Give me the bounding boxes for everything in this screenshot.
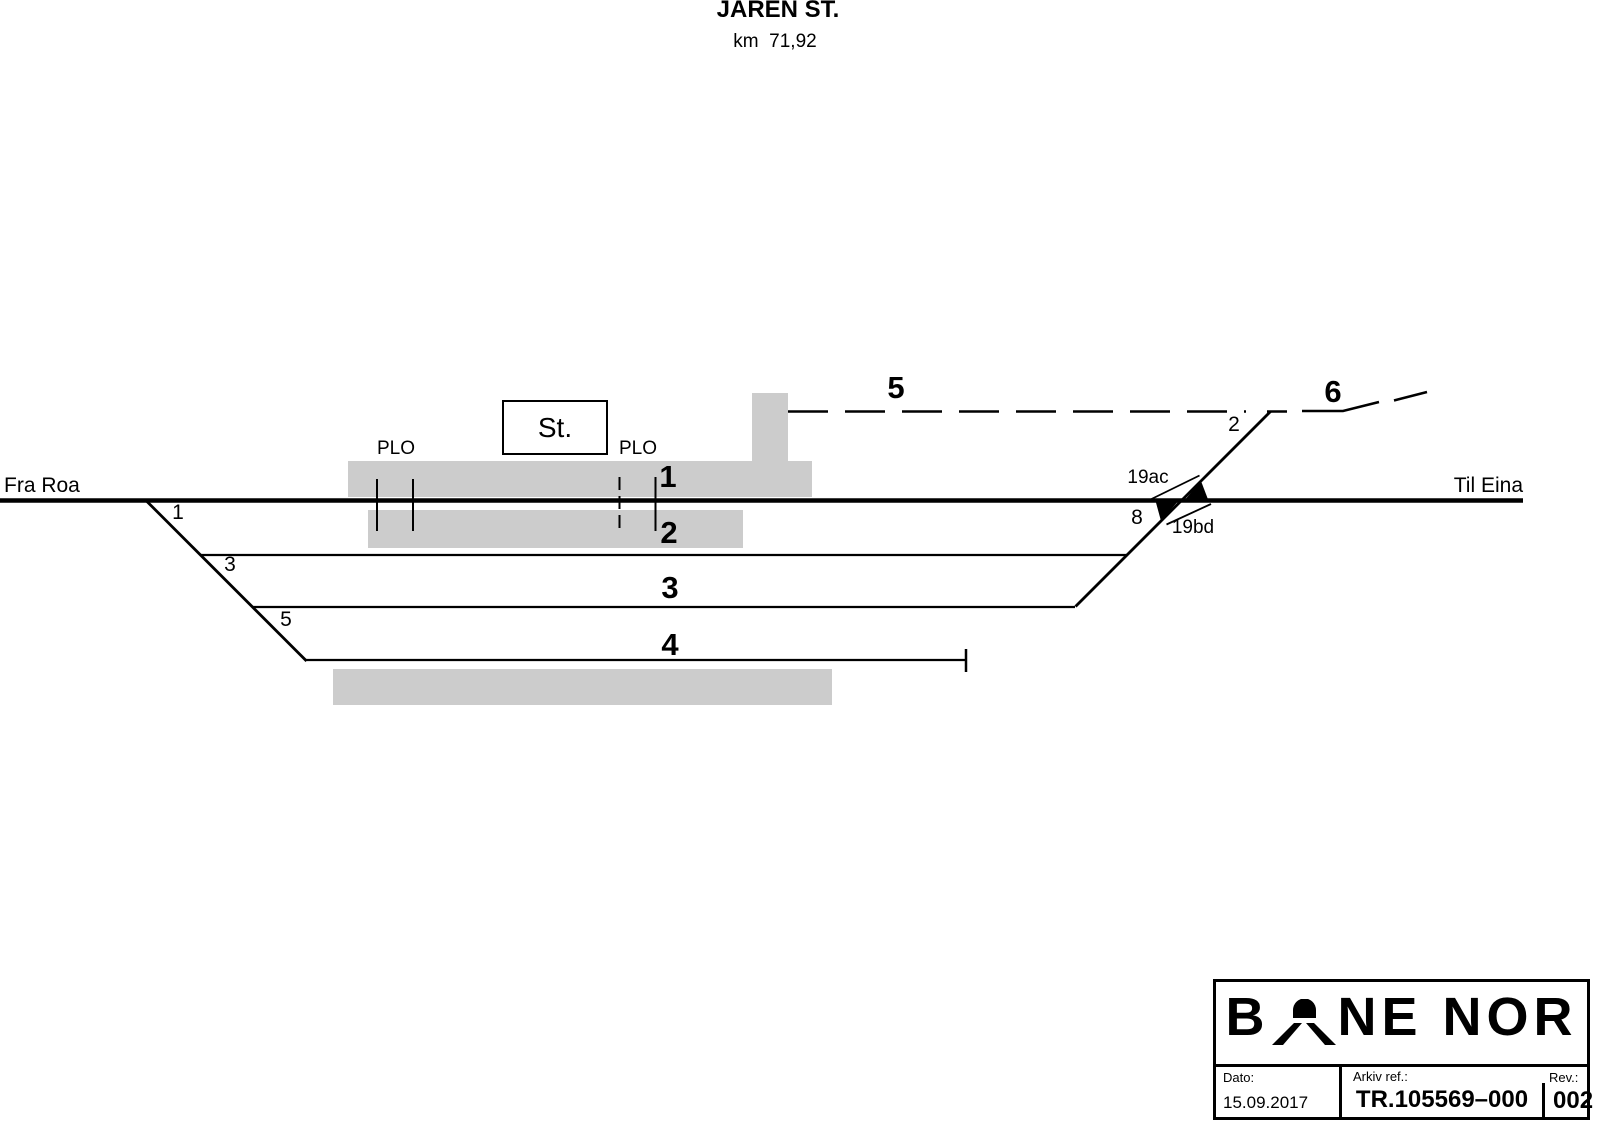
track-number-6: 6 <box>1324 374 1342 409</box>
crossover-label-19ac: 19ac <box>1127 467 1169 488</box>
platform-south <box>333 669 832 705</box>
switch-number-2: 2 <box>1228 413 1240 436</box>
plo-label-left: PLO <box>376 438 416 459</box>
crossover-leader-19bd <box>1166 503 1212 526</box>
left-ladder-diagonal <box>144 499 308 662</box>
switch-number-3: 3 <box>224 553 236 576</box>
switch-number-5: 5 <box>280 608 292 631</box>
title-block-divider-1 <box>1339 1067 1342 1119</box>
rev-value: 002 <box>1553 1087 1594 1114</box>
track-6-segment-b <box>1393 390 1428 402</box>
station-building-box: St. <box>502 400 608 455</box>
dato-label: Dato: <box>1223 1070 1255 1085</box>
plo-label-right: PLO <box>618 438 658 459</box>
arkiv-ref-label: Arkiv ref.: <box>1353 1069 1408 1084</box>
title-block: B NE NOR Dato: 15.09.2017 Arkiv ref.: TR… <box>1213 979 1593 1120</box>
dato-value: 15.09.2017 <box>1223 1093 1309 1112</box>
platform-middle <box>368 510 743 548</box>
title-block-info-row: Dato: 15.09.2017 Arkiv ref.: TR.105569–0… <box>1216 1067 1593 1119</box>
drawing-km-label: km 71,92 <box>733 31 817 52</box>
crossover-leader-19ac <box>1151 474 1200 500</box>
platform-ramp <box>752 393 788 461</box>
crossover-label-19bd: 19bd <box>1171 517 1215 538</box>
crossover-wedge-upper <box>1183 481 1209 502</box>
track-number-1: 1 <box>659 459 677 494</box>
right-ladder-diagonal <box>1074 410 1272 608</box>
track-number-4: 4 <box>661 627 679 662</box>
track-number-5: 5 <box>887 370 905 405</box>
switch-number-8: 8 <box>1131 506 1143 529</box>
rev-label: Rev.: <box>1549 1070 1579 1085</box>
track-6-segment-a <box>1302 400 1380 413</box>
track-number-3: 3 <box>661 570 679 605</box>
logo-text-b: B <box>1225 987 1270 1047</box>
bane-nor-logo: B NE NOR <box>1216 982 1587 1067</box>
title-block-divider-2 <box>1542 1083 1545 1119</box>
endpoint-from-roa: Fra Roa <box>4 474 80 497</box>
drawing-title: JAREN ST. <box>716 0 840 23</box>
logo-text-rest: NE NOR <box>1337 987 1578 1047</box>
platform-north <box>348 461 812 497</box>
endpoint-til-eina: Til Eina <box>1453 474 1523 497</box>
bane-nor-a-icon <box>1272 999 1337 1045</box>
track-number-2: 2 <box>660 515 678 550</box>
crossover-wedge-lower <box>1155 499 1180 521</box>
switch-number-1: 1 <box>172 501 184 524</box>
arkiv-ref-value: TR.105569–000 <box>1355 1086 1529 1113</box>
station-building-label: St. <box>537 411 573 443</box>
